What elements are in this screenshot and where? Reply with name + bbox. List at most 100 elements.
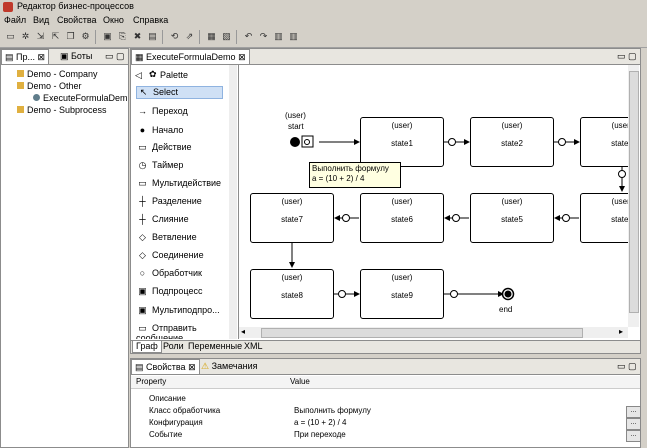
diagram-canvas[interactable]: (user) start end (user)state1 (user)stat…	[239, 65, 628, 327]
timer-icon: ◷	[138, 160, 147, 170]
state-node[interactable]: (user)state4	[580, 193, 628, 243]
palette-item-start[interactable]: ●Начало	[136, 125, 184, 135]
vertical-scrollbar[interactable]	[628, 65, 639, 327]
minimize-icon[interactable]: ▭	[617, 361, 626, 371]
project-explorer-panel: ▤ Пр... ⊠ ▣ Боты ▭ ▢ Demo - Company Demo…	[0, 48, 129, 448]
palette-scrollbar[interactable]	[229, 65, 237, 339]
tree-item-demo-company[interactable]: Demo - Company	[17, 69, 98, 79]
tab-problems[interactable]: ⚠ Замечания	[201, 361, 258, 371]
new-project-icon[interactable]: ▭	[6, 31, 15, 41]
property-row[interactable]: Описание	[149, 394, 186, 403]
state-node[interactable]: (user)state6	[360, 193, 444, 243]
state-node[interactable]: (user)state7	[250, 193, 334, 243]
delete-icon[interactable]: ✖	[133, 31, 142, 41]
copy-process-icon[interactable]: ❐	[66, 31, 75, 41]
palette-item-join[interactable]: ┼Слияние	[136, 214, 188, 224]
edit-button[interactable]: ...	[626, 406, 641, 418]
title-bar: Редактор бизнес-процессов	[0, 0, 647, 14]
header-property: Property	[136, 377, 167, 386]
paste-icon[interactable]: ▤	[148, 31, 157, 41]
tab-bots[interactable]: ▣ Боты	[60, 51, 93, 61]
undo-icon[interactable]: ↶	[244, 31, 253, 41]
palette-item-handler[interactable]: ○Обработчик	[136, 268, 202, 278]
process-icon: ▦	[135, 52, 147, 62]
minimize-icon[interactable]: ▭	[105, 51, 114, 61]
close-icon[interactable]: ⊠	[238, 52, 246, 62]
palette-item-select[interactable]: ↖Select	[136, 86, 224, 99]
maximize-icon[interactable]: ▢	[628, 51, 637, 61]
external-icon[interactable]: ⇗	[185, 31, 194, 41]
send-icon: ▭	[138, 323, 147, 333]
tree-item-demo-subprocess[interactable]: Demo - Subprocess	[17, 105, 107, 115]
palette-item-timer[interactable]: ◷Таймер	[136, 160, 184, 171]
palette-item-merge[interactable]: ◇Соединение	[136, 250, 204, 261]
palette-title: Palette	[160, 70, 189, 80]
menu-properties[interactable]: Свойства	[57, 15, 97, 25]
state-node[interactable]: (user)state8	[250, 269, 334, 319]
state-node[interactable]: (user)state5	[470, 193, 554, 243]
tab-graph[interactable]: Граф	[132, 341, 162, 353]
maximize-icon[interactable]: ▢	[628, 361, 637, 371]
export-icon[interactable]: ⇱	[51, 31, 60, 41]
menu-file[interactable]: Файл	[4, 15, 27, 25]
palette-item-multiaction[interactable]: ▭Мультидействие	[136, 178, 221, 189]
validate-icon[interactable]: ▧	[222, 31, 231, 41]
palette-item-subprocess[interactable]: ▣Подпроцесс	[136, 286, 202, 297]
minimize-icon[interactable]: ▭	[617, 51, 626, 61]
close-icon[interactable]: ⊠	[37, 52, 46, 62]
start-role: (user)	[285, 111, 306, 120]
new-process-icon[interactable]: ✲	[21, 31, 30, 41]
tab-variables[interactable]: Переменные	[188, 341, 243, 351]
copy-icon[interactable]: ⎘	[118, 31, 127, 41]
clipboard-icon[interactable]: ▥	[274, 31, 283, 41]
clipboard2-icon[interactable]: ▥	[289, 31, 298, 41]
vertical-scroll-thumb[interactable]	[629, 71, 639, 313]
redo-icon[interactable]: ↷	[259, 31, 268, 41]
menu-window[interactable]: Окно	[103, 15, 124, 25]
maximize-icon[interactable]: ▢	[116, 51, 125, 61]
property-row[interactable]: Конфигурация a = (10 + 2) / 4 ...	[135, 418, 641, 430]
property-row[interactable]: Класс обработчика Выполнить формулу ...	[135, 406, 641, 418]
palette-collapse-icon[interactable]: ◁	[135, 70, 142, 80]
state-node[interactable]: (user)state1	[360, 117, 444, 167]
horizontal-scrollbar[interactable]: ◂ ▸	[239, 327, 628, 338]
tab-executeformulademo[interactable]: ▦ ExecuteFormulaDemo ⊠	[131, 49, 250, 64]
tab-projects[interactable]: ▤ Пр... ⊠	[1, 49, 50, 64]
palette-item-send-message[interactable]: ▭Отправить сообщение	[136, 323, 197, 339]
palette-item-fork[interactable]: ┼Разделение	[136, 196, 201, 206]
close-icon[interactable]: ⊠	[188, 362, 196, 372]
property-row[interactable]: Событие При переходе ...	[135, 430, 641, 442]
editor-bottom-tabs: Граф Роли Переменные XML	[131, 340, 640, 353]
left-tabbar: ▤ Пр... ⊠ ▣ Боты ▭ ▢	[1, 49, 128, 65]
state-node[interactable]: (user)state2	[470, 117, 554, 167]
start-label: start	[288, 122, 304, 131]
state-node[interactable]: (user)state9	[360, 269, 444, 319]
menu-view[interactable]: Вид	[33, 15, 50, 25]
start-icon: ●	[139, 125, 146, 135]
multi-subprocess-icon: ▣	[138, 305, 147, 315]
palette-item-transition[interactable]: →Переход	[138, 106, 188, 116]
horizontal-scroll-thumb[interactable]	[261, 328, 583, 338]
tab-properties[interactable]: ▤ Свойства ⊠	[131, 359, 200, 374]
menu-help[interactable]: Справка	[133, 15, 169, 25]
palette-item-action[interactable]: ▭Действие	[136, 142, 191, 153]
tree-item-executeformulademo[interactable]: ExecuteFormulaDem	[33, 93, 128, 103]
toolbar-separator	[236, 30, 237, 44]
end-label: end	[499, 305, 513, 314]
scroll-right-icon[interactable]: ▸	[619, 327, 624, 336]
edit-button[interactable]: ...	[626, 430, 641, 442]
diagram-icon[interactable]: ▦	[207, 31, 216, 41]
cursor-icon: ↖	[139, 87, 148, 97]
tree-item-demo-other[interactable]: Demo - Other	[17, 81, 82, 91]
save-icon[interactable]: ▣	[103, 31, 112, 41]
edit-button[interactable]: ...	[626, 418, 641, 430]
palette-item-multisubprocess[interactable]: ▣Мультиподпро...	[136, 305, 219, 316]
tab-xml[interactable]: XML	[244, 341, 263, 351]
settings-icon[interactable]: ⚙	[81, 31, 90, 41]
refresh-icon[interactable]: ⟲	[170, 31, 179, 41]
scroll-left-icon[interactable]: ◂	[241, 327, 246, 336]
palette-item-decision[interactable]: ◇Ветвление	[136, 232, 197, 243]
tab-roles[interactable]: Роли	[163, 341, 184, 351]
state-node[interactable]: (user)state3	[580, 117, 628, 167]
import-icon[interactable]: ⇲	[36, 31, 45, 41]
